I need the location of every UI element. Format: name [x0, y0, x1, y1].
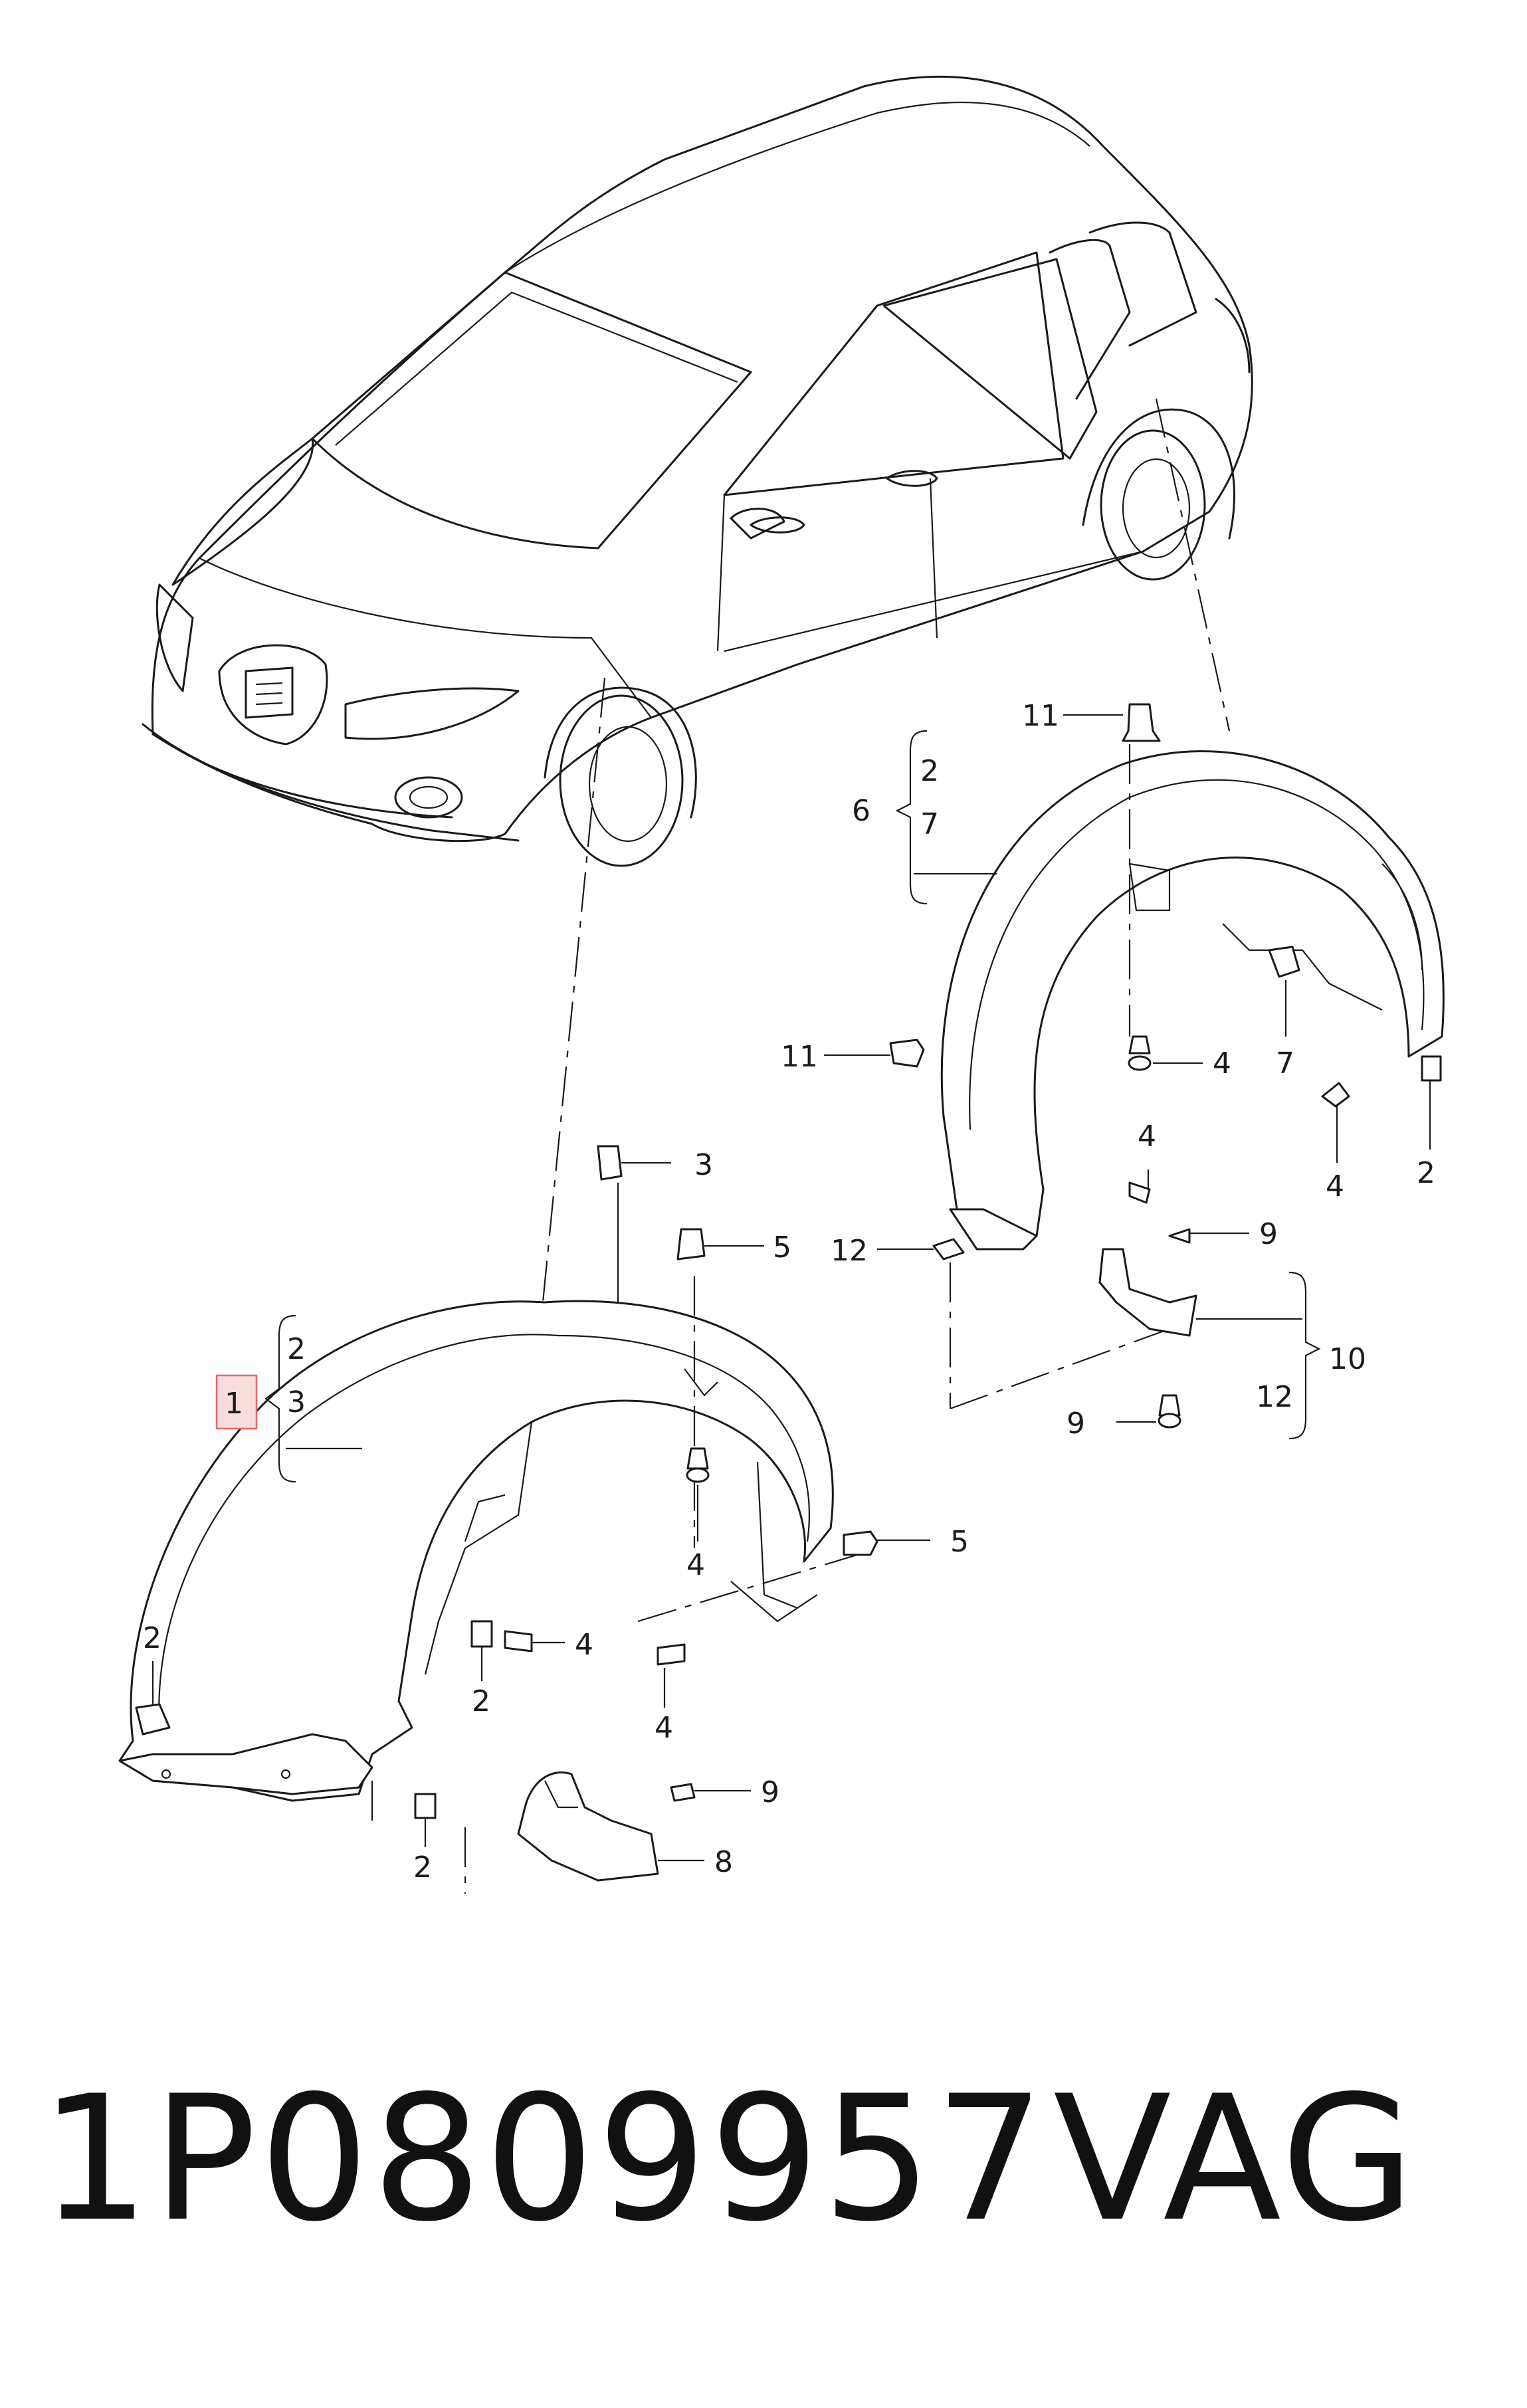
callout-4-rear-lower: 4	[1138, 1120, 1156, 1154]
projection-line-rear	[1155, 398, 1231, 732]
callout-7-rear: 7	[1276, 1047, 1294, 1080]
bracket-1	[264, 1314, 296, 1483]
callout-9-front: 9	[761, 1775, 779, 1809]
callout-12-group: 12	[1256, 1380, 1293, 1414]
callout-2-front-bottom: 2	[413, 1851, 432, 1884]
callout-1-highlight	[215, 1374, 258, 1430]
car-illustration	[142, 75, 1253, 867]
bracket-10	[1288, 1271, 1321, 1440]
callout-9-lower: 9	[1067, 1407, 1085, 1441]
callout-4-rear-center: 4	[1213, 1047, 1231, 1080]
callout-4-rear-right: 4	[1326, 1169, 1344, 1203]
callout-10: 10	[1329, 1342, 1366, 1376]
callout-3: 3	[694, 1148, 713, 1182]
callout-6-7: 7	[920, 807, 939, 841]
front-fasteners	[135, 1145, 930, 1882]
bracket-6	[895, 730, 928, 905]
callout-6-2: 2	[920, 754, 939, 788]
callout-9-upper: 9	[1259, 1217, 1278, 1251]
projection-line-front	[540, 677, 606, 1316]
callout-6: 6	[852, 794, 870, 828]
callout-4-front-left: 4	[575, 1628, 593, 1662]
callout-2-front-left: 2	[143, 1621, 161, 1655]
rear-fasteners	[824, 703, 1442, 1429]
callout-4-front-center: 4	[686, 1548, 705, 1582]
part-number-caption: 1P0809957	[40, 2059, 1048, 2260]
callout-11-top: 11	[1022, 699, 1059, 733]
brand-caption: VAG	[1053, 2059, 1417, 2260]
callout-1-2: 2	[287, 1332, 306, 1366]
callout-12-nut: 12	[831, 1234, 868, 1268]
callout-1: 1	[225, 1387, 243, 1421]
callout-5-right: 5	[950, 1525, 969, 1559]
callout-5-top: 5	[773, 1231, 791, 1264]
callout-11-side: 11	[781, 1040, 818, 1074]
rear-wheel-housing-liner	[940, 750, 1445, 1251]
callout-2-front-mid: 2	[472, 1684, 490, 1718]
callout-4-front-lower: 4	[655, 1711, 673, 1745]
callout-2-rear-right: 2	[1417, 1156, 1435, 1190]
callout-8: 8	[714, 1845, 733, 1879]
callout-1-3: 3	[287, 1385, 306, 1419]
front-wheel-housing-liner	[118, 1300, 834, 1802]
